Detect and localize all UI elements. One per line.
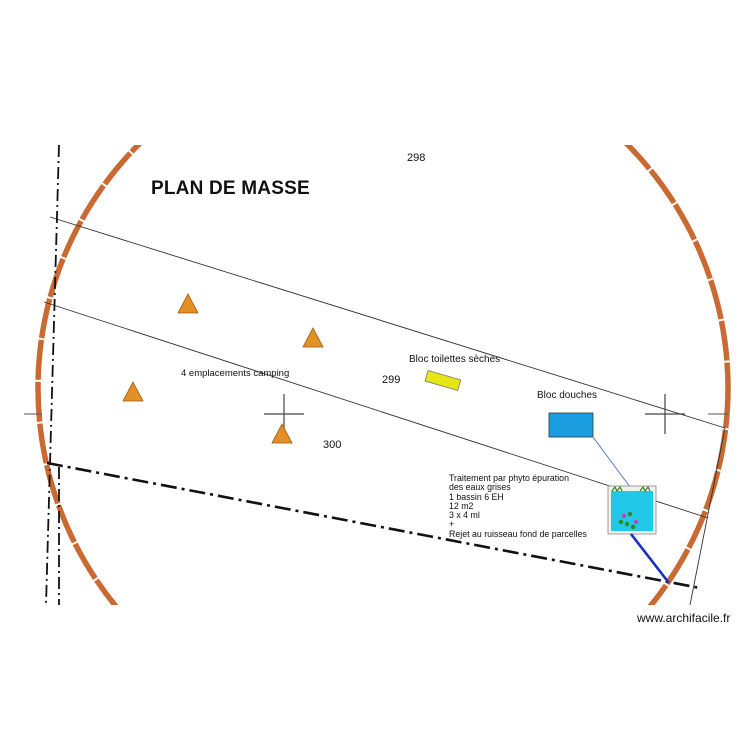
- site-plan: [0, 145, 750, 605]
- tent-icon: [302, 327, 324, 348]
- plan-title: PLAN DE MASSE: [151, 178, 310, 199]
- douches-label: Bloc douches: [537, 390, 598, 401]
- boundary-dashdot-bottom: [46, 461, 701, 590]
- parcel-line-middle: [43, 301, 709, 519]
- plan-drawing: [24, 145, 731, 605]
- bloc-toilettes-shape: [424, 370, 462, 391]
- toilettes-label: Bloc toilettes sèches: [409, 354, 501, 365]
- discharge-pipe: [629, 533, 671, 584]
- parcel-number-300: 300: [323, 439, 342, 451]
- tent-icon: [122, 381, 144, 402]
- camping-label: 4 emplacements camping: [181, 368, 290, 379]
- boundary-dashdot-left: [45, 145, 60, 605]
- parcel-number-299: 299: [382, 374, 401, 386]
- bloc-douches-shape: [548, 412, 594, 438]
- parcel-line-right: [689, 427, 726, 605]
- parcel-line-top: [49, 216, 726, 429]
- phyto-basin: [607, 485, 657, 535]
- tent-icon: [177, 293, 199, 314]
- parcel-number-298: 298: [407, 152, 426, 164]
- watermark-text: www.archifacile.fr: [637, 611, 731, 625]
- traitement-label: Traitement par phyto épuration des eaux …: [449, 473, 587, 539]
- boundary-circle: [35, 145, 731, 605]
- greywater-link: [592, 436, 631, 488]
- tent-icon: [271, 423, 293, 444]
- crosshair-right: [645, 394, 685, 434]
